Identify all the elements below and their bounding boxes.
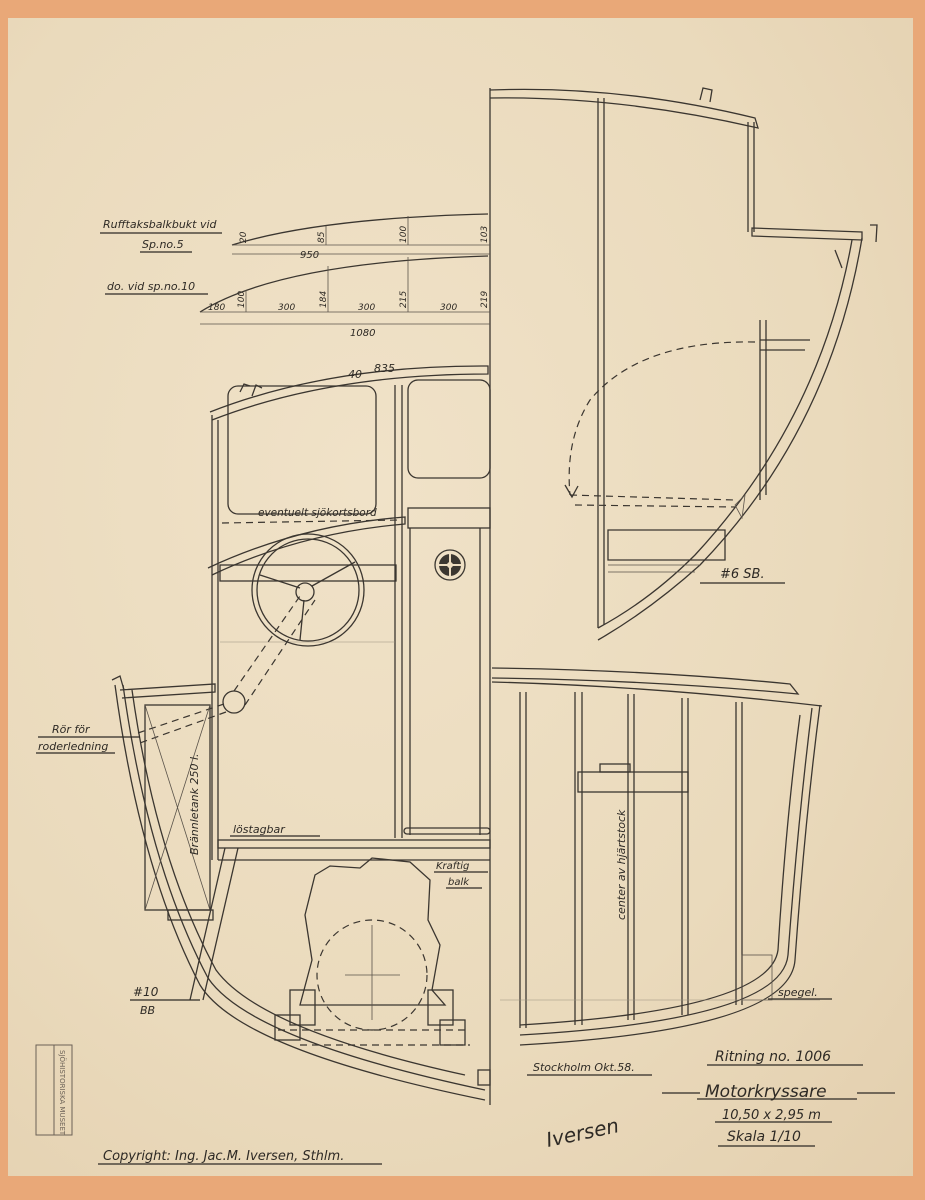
roof-rise-dim: 40 (348, 368, 362, 381)
title-block: Stockholm Okt.58. Ritning no. 1006 Motor… (527, 1049, 895, 1152)
removable-label: löstagbar (233, 823, 286, 836)
dim-103: 103 (480, 226, 490, 243)
boat-dimensions: 10,50 x 2,95 m (722, 1108, 821, 1123)
frame-10-label-line1: #10 (133, 985, 159, 999)
museum-stamp: SJÖHISTORISKA MUSEET (35, 1044, 73, 1136)
stamp-text: SJÖHISTORISKA MUSEET (58, 1050, 67, 1136)
drawing-title: Motorkryssare (705, 1082, 827, 1102)
dim-184: 184 (319, 291, 329, 308)
dim-950: 950 (300, 250, 319, 261)
dim-215: 215 (399, 291, 409, 308)
dim-180: 180 (208, 303, 225, 313)
dim-219: 219 (480, 291, 490, 308)
roof-beam-dimensions (199, 213, 490, 325)
paper (8, 18, 913, 1176)
scale: Skala 1/10 (727, 1129, 801, 1145)
dim-100: 100 (399, 226, 409, 243)
copyright: Copyright: Ing. Jac.M. Iversen, Sthlm. (103, 1149, 344, 1164)
fuel-tank-label: Brännletank 250 l. (188, 753, 201, 855)
roof-beam-label-line2: Sp.no.5 (142, 238, 184, 251)
dim-300c: 300 (440, 303, 457, 313)
roof-span-dim: 835 (374, 362, 395, 375)
place-date: Stockholm Okt.58. (533, 1061, 635, 1074)
lower-left-hull (111, 675, 491, 1101)
frame-6-label: #6 SB. (720, 567, 765, 582)
dim-300b: 300 (358, 303, 375, 313)
frame-10-label-line2: BB (140, 1004, 155, 1017)
dim-300a: 300 (278, 303, 295, 313)
beam-label-line2: balk (448, 877, 470, 888)
dim-85: 85 (317, 231, 327, 243)
ventilator-icon (434, 549, 466, 581)
dim-1080: 1080 (350, 328, 375, 339)
rudder-pipe-label-line1: Rör för (52, 723, 91, 736)
chart-table-label: eventuelt sjökortsbord (258, 507, 377, 519)
beam-label-line1: Kraftig (436, 861, 469, 872)
lower-right-section (491, 667, 823, 1046)
transom-label: spegel. (778, 986, 818, 999)
rudder-pipe-label-line2: roderledning (38, 740, 108, 753)
dim-100b: 100 (237, 291, 247, 308)
signature: Iversen (544, 1113, 621, 1152)
upper-right-section (489, 87, 878, 641)
wheelhouse (207, 365, 491, 860)
roof-beam-label-2: do. vid sp.no.10 (107, 280, 195, 293)
center-label: center av hjärtstock (615, 809, 628, 920)
dim-20: 20 (239, 231, 249, 243)
roof-beam-label-line1: Rufftaksbalkbukt vid (103, 218, 218, 231)
drawing-number: Ritning no. 1006 (715, 1049, 831, 1065)
steering-wheel (137, 533, 365, 744)
